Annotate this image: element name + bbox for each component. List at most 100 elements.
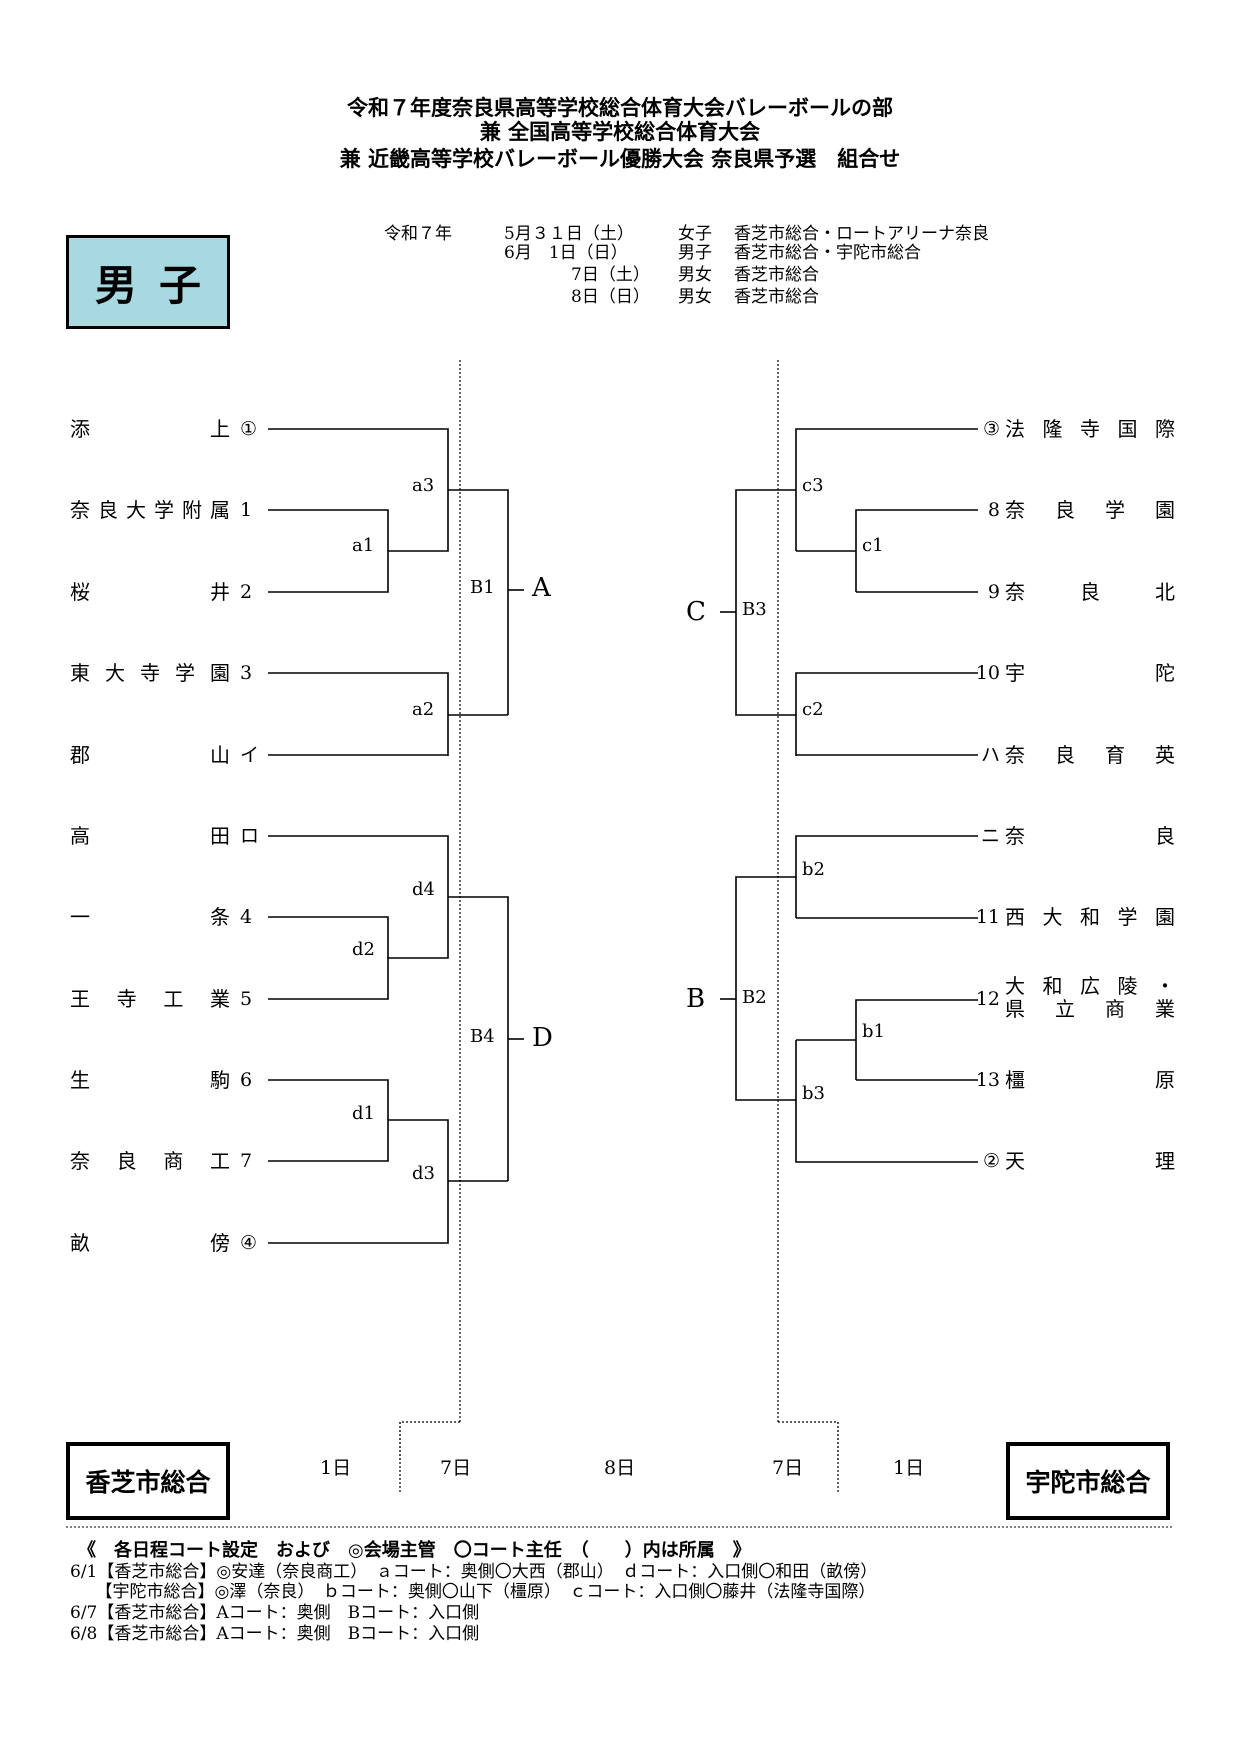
match-label-b2: b2: [802, 859, 825, 880]
schedule-venue: 香芝市総合・ロートアリーナ奈良: [734, 224, 989, 244]
venue-right-label: 宇陀市総合: [1006, 1442, 1170, 1520]
team-left: 東大寺学園 3: [70, 660, 260, 686]
team-seed: 12: [975, 988, 1000, 1010]
team-left: 桜井 2: [70, 579, 260, 605]
notes-heading: 《 各日程コート設定 および ◎会場主管 〇コート主任 （ ）内は所属 》: [78, 1540, 751, 1561]
team-right: 宇陀: [1005, 660, 1175, 686]
venue-left-label: 香芝市総合: [66, 1442, 230, 1520]
schedule-venue: 香芝市総合: [734, 287, 819, 307]
team-name: 奈良学園: [1005, 498, 1175, 522]
team-right: 橿原: [1005, 1067, 1175, 1093]
title-line-2: 兼 全国高等学校総合体育大会: [479, 120, 761, 144]
team-seed: 1: [240, 499, 253, 521]
match-label-a2: a2: [412, 699, 435, 720]
match-label-d4: d4: [412, 879, 435, 900]
team-right: 奈良学園: [1005, 497, 1175, 523]
team-name: 奈良育英: [1005, 743, 1175, 767]
team-seed: ④: [240, 1232, 258, 1254]
team-name: 畝傍: [70, 1231, 230, 1255]
team-seed: 8: [987, 499, 1000, 521]
team-seed: 7: [240, 1150, 253, 1172]
team-name: 奈良商工: [70, 1149, 230, 1173]
schedule-date: 6月 1日（日）: [504, 243, 628, 263]
team-seed: ハ: [980, 744, 1000, 766]
block-label-d: D: [532, 1023, 553, 1053]
team-seed: イ: [240, 744, 260, 766]
schedule-venue: 香芝市総合: [734, 265, 819, 285]
match-label-c2: c2: [802, 699, 824, 720]
match-label-a3: a3: [412, 475, 435, 496]
team-seed: 13: [975, 1069, 1000, 1091]
match-label-c3: c3: [802, 475, 824, 496]
team-name: 奈良大学附属: [70, 498, 230, 522]
team-name: 桜井: [70, 580, 230, 604]
team-name: 天理: [1005, 1149, 1175, 1173]
schedule-venue: 香芝市総合・宇陀市総合: [734, 243, 921, 263]
match-label-b1-right: b1: [862, 1021, 885, 1042]
match-label-b3: B3: [742, 599, 767, 620]
match-label-b2-block: B2: [742, 987, 767, 1008]
match-label-a1: a1: [352, 535, 375, 556]
day-label: 8日: [604, 1457, 636, 1479]
block-label-a: A: [532, 573, 551, 603]
block-label-c: C: [686, 597, 706, 627]
schedule-gender: 女子: [678, 224, 712, 244]
title-line-1: 令和７年度奈良県高等学校総合体育大会バレーボールの部: [347, 96, 893, 120]
team-name: 宇陀: [1005, 661, 1175, 685]
team-name: 生駒: [70, 1068, 230, 1092]
team-name: 東大寺学園: [70, 661, 230, 685]
block-label-b: B: [686, 984, 706, 1014]
team-left: 一条 4: [70, 904, 260, 930]
match-label-b4: B4: [470, 1026, 495, 1047]
team-left: 郡山イ: [70, 742, 260, 768]
team-seed: 2: [240, 581, 253, 603]
team-left: 奈良商工 7: [70, 1148, 260, 1174]
day-label: 7日: [772, 1457, 804, 1479]
team-right: 奈良育英: [1005, 742, 1175, 768]
category-boys-label: 男子: [66, 235, 230, 329]
team-left: 畝傍 ④: [70, 1230, 260, 1256]
team-name: 添上: [70, 417, 230, 441]
team-name-line-2: 県立商業: [1005, 997, 1175, 1021]
schedule-era: 令和７年: [384, 224, 452, 244]
team-seed: 10: [975, 662, 1000, 684]
day-label: 1日: [893, 1457, 925, 1479]
schedule-date: 5月３１日（土）: [504, 224, 634, 244]
team-name-line-1: 大和広陵・: [1005, 974, 1175, 998]
team-seed: 9: [987, 581, 1000, 603]
match-label-d2: d2: [352, 939, 375, 960]
team-name: 王寺工業: [70, 987, 230, 1011]
team-name: 橿原: [1005, 1068, 1175, 1092]
team-name: 郡山: [70, 743, 230, 767]
team-left: 王寺工業 5: [70, 986, 260, 1012]
team-left: 高田ロ: [70, 823, 260, 849]
team-name: 奈良北: [1005, 580, 1175, 604]
day-label: 7日: [440, 1457, 472, 1479]
day-label: 1日: [320, 1457, 352, 1479]
team-name: 奈良: [1005, 824, 1175, 848]
team-seed: 11: [975, 906, 1000, 928]
schedule-gender: 男子: [678, 243, 712, 263]
team-seed: 6: [240, 1069, 253, 1091]
team-seed: 5: [240, 988, 253, 1010]
schedule-gender: 男女: [678, 265, 712, 285]
team-right: 奈良北: [1005, 579, 1175, 605]
team-right: 天理: [1005, 1148, 1175, 1174]
match-label-d3: d3: [412, 1163, 435, 1184]
schedule-gender: 男女: [678, 287, 712, 307]
team-right: 奈良: [1005, 823, 1175, 849]
title-line-3: 兼 近畿高等学校バレーボール優勝大会 奈良県予選 組合せ: [339, 147, 901, 171]
team-seed: ③: [982, 418, 1000, 440]
match-label-b1: B1: [470, 577, 495, 598]
match-label-d1: d1: [352, 1103, 375, 1124]
team-left: 奈良大学附属 1: [70, 497, 260, 523]
note-line: 6/7【香芝市総合】Aコート：奥側 Bコート：入口側: [70, 1603, 480, 1623]
team-seed: 4: [240, 906, 253, 928]
note-line: 【宇陀市総合】◎澤（奈良） ｂコート：奥側〇山下（橿原） ｃコート：入口側〇藤井…: [70, 1582, 876, 1602]
team-name: 西大和学園: [1005, 905, 1175, 929]
team-name: 高田: [70, 824, 230, 848]
note-line: 6/1【香芝市総合】◎安達（奈良商工） ａコート：奥側〇大西（郡山） ｄコート：…: [70, 1562, 878, 1582]
team-seed: 3: [240, 662, 253, 684]
team-name: 一条: [70, 905, 230, 929]
